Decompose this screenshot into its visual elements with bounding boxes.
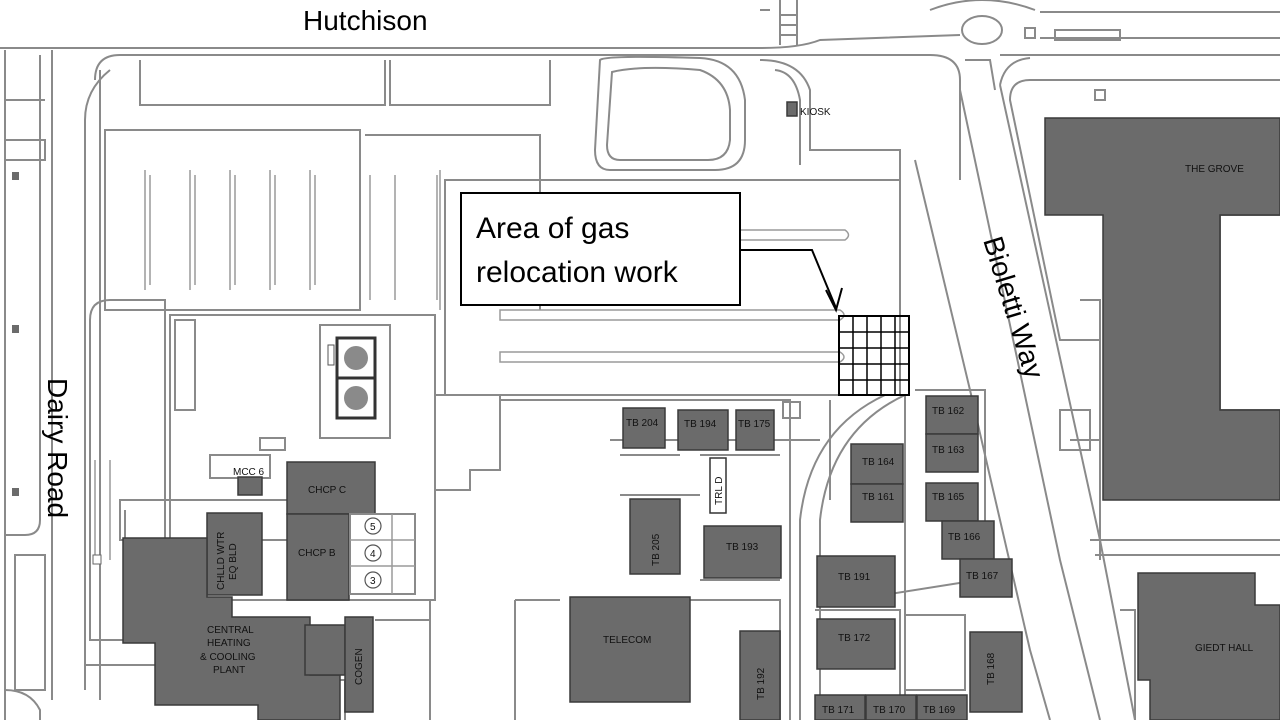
telecom-building [569,596,691,703]
tb162-label: TB 162 [932,406,965,417]
mcc6-label: MCC 6 [233,467,265,478]
tb175-building [735,409,775,451]
tb165-label: TB 165 [932,492,965,503]
tb163-building [925,433,979,473]
kiosk-building [786,101,798,117]
cooling-tower-2 [344,386,368,410]
tb168-label: TB 168 [986,652,997,685]
boiler-4-label: 4 [370,549,376,560]
tb161-label: TB 161 [862,492,895,503]
trl-d-label: TRL D [714,476,725,505]
callout-line-2: relocation work [476,256,679,289]
tb165-building [925,482,979,522]
chlld-wtr-building [206,512,263,596]
callout-box [460,192,741,306]
tb161-building [850,483,904,523]
tb205-label: TB 205 [651,533,662,566]
tb192-label: TB 192 [756,667,767,700]
callout-line-1: Area of gas [476,212,629,245]
tb205-building [629,498,681,575]
central-plant-label-1: CENTRAL [207,625,254,636]
buildings: KIOSK THE GROVE GIEDT HALL TELECOM MCC 6… [12,101,1280,720]
tb162-building [925,395,979,435]
telecom-label: TELECOM [603,635,651,646]
chcp-b-building [286,513,350,601]
tb172-building [816,618,896,670]
tb192-building [739,630,781,720]
tb169-building [916,694,968,720]
callout-leader-line [740,249,837,309]
the-grove-building [1044,117,1280,501]
tb171-label: TB 171 [822,705,855,716]
chcp-c-building [286,461,376,515]
chlld-wtr-label-2: EQ BLD [228,543,239,580]
tb167-label: TB 167 [966,571,999,582]
the-grove-label: THE GROVE [1185,164,1244,175]
tb191-label: TB 191 [838,572,871,583]
tb194-building [677,409,729,451]
boiler-3-label: 3 [370,576,376,587]
tb170-label: TB 170 [873,705,906,716]
bioletti-way-label: Bioletti Way [977,233,1050,382]
central-plant-label-4: PLANT [213,665,245,676]
kiosk-label: KIOSK [800,107,831,118]
boiler-3-marker [364,571,382,589]
tb167-building [959,558,1013,598]
dairy-road-label: Dairy Road [42,378,73,518]
cogen-label: COGEN [354,648,365,685]
tb168-building [969,631,1023,713]
chcp-b-label: CHCP B [298,548,336,559]
giedt-hall-label: GIEDT HALL [1195,643,1254,654]
tb169-label: TB 169 [923,705,956,716]
tb171-building [814,694,866,720]
giedt-hall-building [1137,572,1280,720]
tb166-label: TB 166 [948,532,981,543]
cogen-building [344,616,374,713]
tb164-building [850,443,904,485]
cooling-tower-1 [344,346,368,370]
tb193-label: TB 193 [726,542,759,553]
tb172-label: TB 172 [838,633,871,644]
gas-relocation-area [838,315,910,396]
chcp-c-label: CHCP C [308,485,346,496]
boiler-5-label: 5 [370,522,376,533]
tb163-label: TB 163 [932,445,965,456]
tb194-label: TB 194 [684,419,717,430]
boiler-5-marker [364,517,382,535]
mcc6-building [237,476,263,496]
central-plant-label-2: HEATING [207,638,251,649]
chlld-wtr-label-1: CHLLD WTR [216,532,227,590]
tb193-building [703,525,782,579]
hutchison-road-label: Hutchison [303,5,428,36]
tb204-building [622,407,666,449]
callout: Area of gas relocation work [460,192,843,313]
tb164-label: TB 164 [862,457,895,468]
tb191-building [816,555,896,608]
tb204-label: TB 204 [626,418,659,429]
callout-arrowhead [825,287,843,313]
boiler-4-marker [364,544,382,562]
central-plant-label-3: & COOLING [200,652,256,663]
trl-d-building [709,457,727,514]
tb175-label: TB 175 [738,419,771,430]
tb166-building [941,520,995,560]
tb170-building [865,694,917,720]
